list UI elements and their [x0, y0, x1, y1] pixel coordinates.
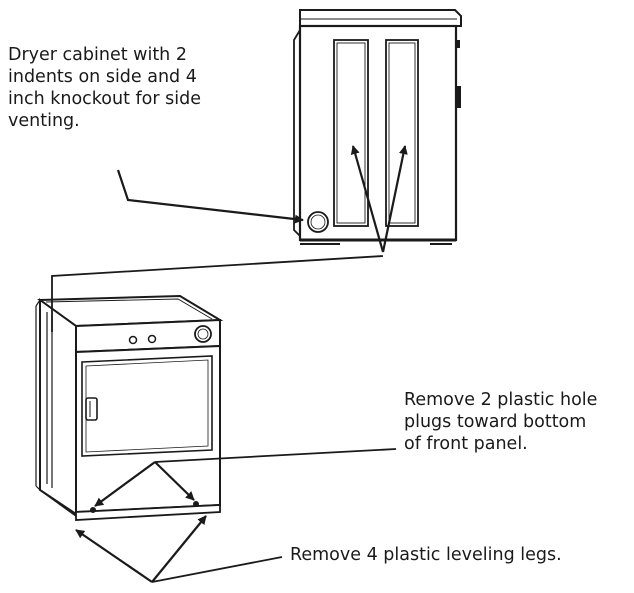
side-vent-knockout — [307, 211, 329, 233]
cabinet-callout-line-4: venting. — [8, 111, 80, 131]
control-knob-small-1 — [128, 335, 138, 345]
cabinet-callout: Dryer cabinet with 2 indents on side and… — [8, 44, 201, 132]
timer-dial — [194, 325, 212, 343]
arrow-to-left-plug — [94, 461, 156, 507]
cabinet-callout-line-2: indents on side and 4 — [8, 67, 197, 87]
plugs-callout-line-2: plugs toward bottom — [404, 412, 587, 432]
arrow-to-left-indent — [350, 145, 385, 253]
hole-plug-left — [90, 507, 96, 513]
plugs-callout-line-1: Remove 2 plastic hole — [404, 390, 598, 410]
side-indent-left — [333, 39, 369, 227]
dryer-door — [81, 355, 213, 457]
hole-plug-right — [193, 501, 199, 507]
arrow-to-front-left-leg — [75, 529, 153, 583]
legs-callout-line — [151, 556, 283, 583]
dryer-front-view — [35, 294, 224, 521]
dryer-side-view — [293, 9, 462, 245]
door-handle — [85, 397, 98, 421]
cabinet-callout-line-3: inch knockout for side — [8, 89, 201, 109]
side-indent-right — [385, 39, 419, 227]
arrow-to-knockout — [116, 169, 304, 224]
control-knob-small-2 — [147, 334, 157, 344]
leveling-legs-callout: Remove 4 plastic leveling legs. — [290, 544, 562, 566]
hole-plugs-callout: Remove 2 plastic hole plugs toward botto… — [404, 389, 597, 455]
arrow-to-front-right-leg — [151, 515, 207, 583]
indent-connector-line — [51, 255, 384, 332]
plug-callout-line — [154, 448, 397, 463]
plugs-callout-line-3: of front panel. — [404, 434, 528, 454]
arrow-to-right-indent — [381, 145, 408, 253]
cabinet-callout-line-1: Dryer cabinet with 2 — [8, 45, 187, 65]
arrow-to-right-plug — [154, 461, 195, 501]
legs-callout-line-1: Remove 4 plastic leveling legs. — [290, 545, 562, 565]
